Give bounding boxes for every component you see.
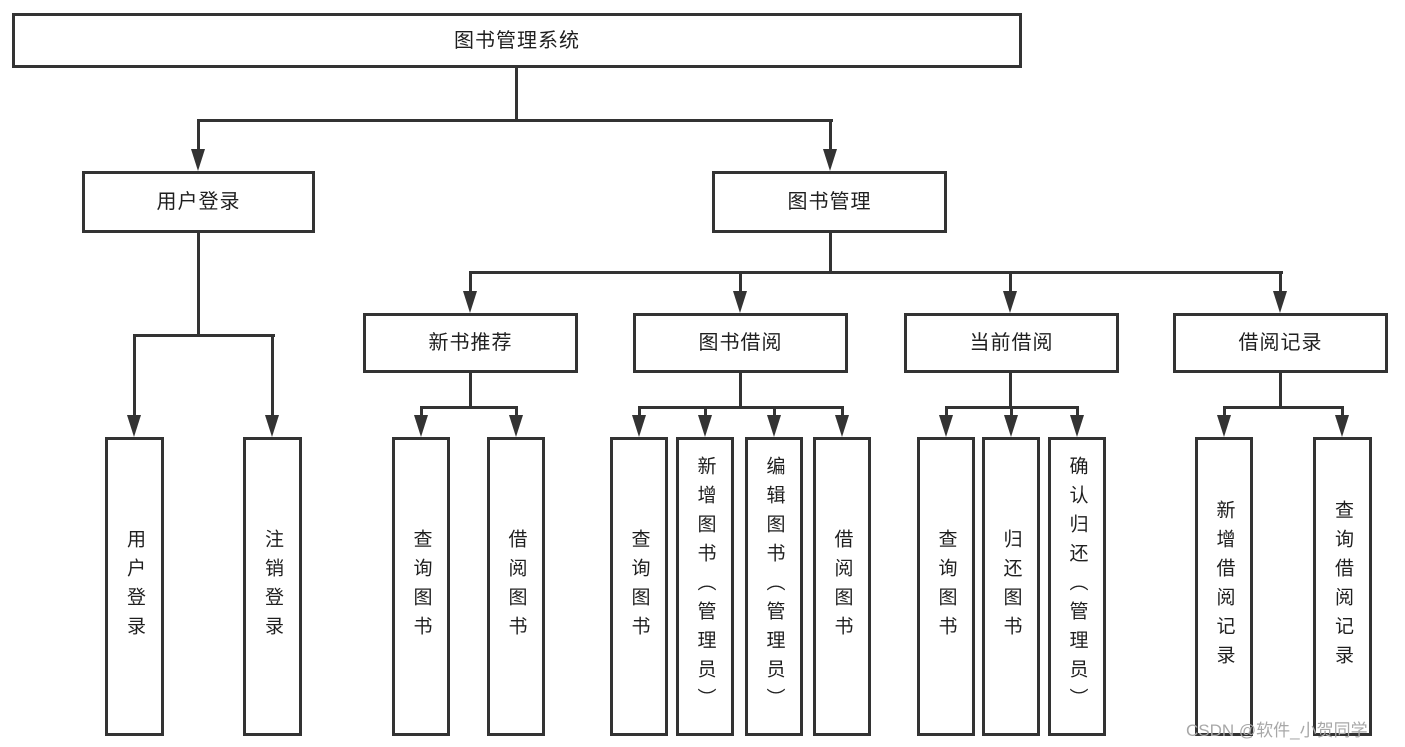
arrowhead-down-icon <box>835 415 849 437</box>
node-label: 图书管理 <box>787 191 872 213</box>
leaf-confirm-return-admin: 确认归还（管理员） <box>1048 437 1106 736</box>
connector-line <box>773 406 776 418</box>
node-current-borrowing: 当前借阅 <box>904 313 1119 373</box>
node-label: 用户登录 <box>156 191 241 213</box>
connector-line <box>469 271 472 295</box>
connector-line <box>1010 406 1013 418</box>
leaf-label: 查询图书 <box>410 528 432 645</box>
leaf-user-login: 用户登录 <box>105 437 164 736</box>
leaf-label: 归还图书 <box>1000 528 1022 645</box>
arrowhead-down-icon <box>698 415 712 437</box>
node-new-book-recommendation: 新书推荐 <box>363 313 578 373</box>
connector-line <box>739 271 742 295</box>
arrowhead-down-icon <box>1335 415 1349 437</box>
leaf-logout: 注销登录 <box>243 437 302 736</box>
leaf-label: 借阅图书 <box>831 528 853 645</box>
connector-line <box>1223 406 1343 409</box>
node-label: 新书推荐 <box>428 332 513 354</box>
node-book-borrowing: 图书借阅 <box>633 313 848 373</box>
arrowhead-down-icon <box>265 415 279 437</box>
arrowhead-down-icon <box>1070 415 1084 437</box>
connector-line <box>1009 271 1012 295</box>
arrowhead-down-icon <box>1273 291 1287 313</box>
node-label: 借阅记录 <box>1238 332 1323 354</box>
node-library-management-system: 图书管理系统 <box>12 13 1022 68</box>
arrowhead-down-icon <box>191 149 205 171</box>
connector-line <box>469 373 472 409</box>
connector-line <box>271 334 274 418</box>
arrowhead-down-icon <box>1217 415 1231 437</box>
leaf-borrow-books-recommend: 借阅图书 <box>487 437 545 736</box>
node-book-management: 图书管理 <box>712 171 947 233</box>
leaf-label: 查询图书 <box>628 528 650 645</box>
connector-line <box>829 119 832 153</box>
leaf-query-books-current: 查询图书 <box>917 437 975 736</box>
arrowhead-down-icon <box>509 415 523 437</box>
connector-line <box>638 406 843 409</box>
arrowhead-down-icon <box>463 291 477 313</box>
connector-line <box>1076 406 1079 418</box>
leaf-label: 查询借阅记录 <box>1332 499 1353 674</box>
connector-line <box>197 119 833 122</box>
connector-line <box>704 406 707 418</box>
csdn-watermark: CSDN @软件_小贺同学 <box>1186 721 1368 740</box>
arrowhead-down-icon <box>632 415 646 437</box>
arrowhead-down-icon <box>733 291 747 313</box>
connector-line <box>1341 406 1344 418</box>
connector-line <box>1279 373 1282 409</box>
connector-line <box>133 334 136 418</box>
leaf-borrow-books-borrowing: 借阅图书 <box>813 437 871 736</box>
connector-line <box>841 406 844 418</box>
node-label: 当前借阅 <box>969 332 1054 354</box>
leaf-label: 确认归还（管理员） <box>1066 456 1088 717</box>
node-label: 图书借阅 <box>698 332 783 354</box>
connector-line <box>945 406 948 418</box>
leaf-label: 用户登录 <box>124 528 145 645</box>
leaf-label: 借阅图书 <box>505 528 527 645</box>
leaf-label: 查询图书 <box>935 528 957 645</box>
connector-line <box>1279 271 1282 295</box>
arrowhead-down-icon <box>1004 415 1018 437</box>
connector-line <box>515 406 518 418</box>
connector-line <box>515 68 518 122</box>
node-label: 图书管理系统 <box>454 29 580 52</box>
leaf-query-books-recommend: 查询图书 <box>392 437 450 736</box>
leaf-query-borrow-record: 查询借阅记录 <box>1313 437 1372 736</box>
connector-line <box>197 233 200 337</box>
leaf-add-book-admin: 新增图书（管理员） <box>676 437 734 736</box>
arrowhead-down-icon <box>1003 291 1017 313</box>
leaf-return-books: 归还图书 <box>982 437 1040 736</box>
leaf-label: 新增借阅记录 <box>1213 499 1235 674</box>
leaf-label: 注销登录 <box>262 528 283 645</box>
node-user-login: 用户登录 <box>82 171 315 233</box>
connector-line <box>469 271 1283 274</box>
connector-line <box>1009 373 1012 409</box>
connector-line <box>1223 406 1226 418</box>
arrowhead-down-icon <box>823 149 837 171</box>
connector-line <box>829 233 832 274</box>
connector-line <box>197 119 200 153</box>
leaf-label: 新增图书（管理员） <box>694 456 716 717</box>
leaf-edit-book-admin: 编辑图书（管理员） <box>745 437 803 736</box>
arrowhead-down-icon <box>127 415 141 437</box>
connector-line <box>638 406 641 418</box>
leaf-label: 编辑图书（管理员） <box>763 456 785 717</box>
leaf-add-borrow-record: 新增借阅记录 <box>1195 437 1253 736</box>
arrowhead-down-icon <box>939 415 953 437</box>
arrowhead-down-icon <box>767 415 781 437</box>
connector-line <box>420 406 423 418</box>
arrowhead-down-icon <box>414 415 428 437</box>
connector-line <box>420 406 517 409</box>
connector-line <box>133 334 275 337</box>
node-borrowing-records: 借阅记录 <box>1173 313 1388 373</box>
connector-line <box>739 373 742 409</box>
leaf-query-books-borrowing: 查询图书 <box>610 437 668 736</box>
